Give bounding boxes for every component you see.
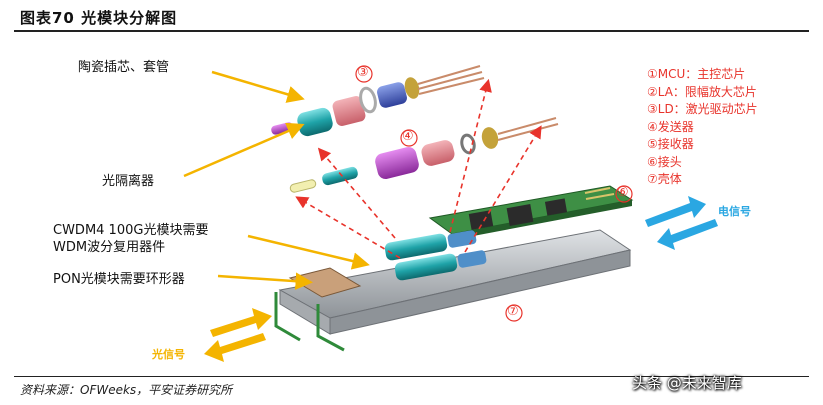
figure-title-bar: 图表70 光模块分解图 [14,4,809,32]
label-isolator: 光隔离器 [102,174,155,189]
explode-arrows [295,78,542,259]
component-row-transmitter [271,65,485,137]
marker-7: ⑦ [507,304,519,319]
marker-4: ④ [402,129,414,144]
electric-signal-arrows [645,196,718,250]
label-cwdm4-line1: CWDM4 100G光模块需要 [53,223,209,238]
component-row-receiver [289,117,559,193]
legend-item: ④发送器 [647,119,694,134]
module-housing [274,229,632,352]
legend-item: ⑥接头 [647,154,682,169]
legend-item: ③LD：激光驱动芯片 [647,102,758,116]
marker-3: ③ [357,65,369,80]
pcb-board [384,185,634,281]
figure-title: 图表70 光模块分解图 [20,9,178,27]
marker-6: ⑥ [617,185,629,200]
watermark: 头条 @未来智库 [632,374,742,392]
legend-item: ⑤接收器 [647,137,694,151]
label-optical-signal: 光信号 [152,348,185,361]
legend-item: ⑦壳体 [647,172,682,186]
label-cwdm4-line2: WDM波分复用器件 [53,240,166,255]
bottom-rule [14,376,809,377]
source-note: 资料来源：OFWeeks，平安证券研究所 [20,383,233,397]
optical-signal-arrows [204,308,272,362]
component-legend: ①MCU：主控芯片 ②LA：限幅放大芯片 ③LD：激光驱动芯片 ④发送器 ⑤接收… [647,66,758,189]
label-ferrule: 陶瓷插芯、套管 [78,60,170,75]
label-pon: PON光模块需要环形器 [53,272,185,287]
label-electric-signal: 电信号 [718,205,751,218]
legend-item: ①MCU：主控芯片 [647,67,746,81]
callout-arrows [183,70,370,290]
marker-circles [355,65,633,322]
legend-item: ②LA：限幅放大芯片 [647,84,757,99]
